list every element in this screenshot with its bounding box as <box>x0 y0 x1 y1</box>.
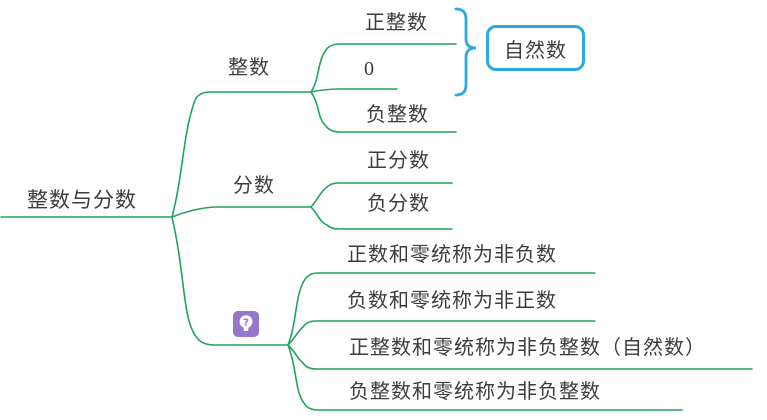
edge-root-integer <box>171 91 312 218</box>
natural-number-label: 自然数 <box>504 39 567 62</box>
node-positive-integer[interactable]: 正整数 <box>365 12 428 34</box>
node-natural-number-box[interactable]: 自然数 <box>486 25 585 71</box>
node-positive-fraction[interactable]: 正分数 <box>367 150 430 172</box>
edge-root-fraction <box>171 206 312 218</box>
node-note-nonnegative[interactable]: 正数和零统称为非负数 <box>347 244 557 266</box>
lightbulb-question-icon: ? <box>239 315 253 332</box>
edge-root-notes <box>171 216 289 346</box>
node-note-nonnegative-integer[interactable]: 正整数和零统称为非负整数（自然数） <box>349 337 706 359</box>
node-negative-fraction[interactable]: 负分数 <box>367 193 430 215</box>
node-fraction[interactable]: 分数 <box>233 175 275 197</box>
edge-integer-zero <box>310 88 398 93</box>
node-integer[interactable]: 整数 <box>228 57 270 79</box>
node-negative-integer[interactable]: 负整数 <box>366 104 429 126</box>
edge-integer-positive <box>310 43 457 93</box>
node-note-negative-integer[interactable]: 负整数和零统称为非负整数 <box>349 381 601 403</box>
node-note-nonpositive[interactable]: 负数和零统称为非正数 <box>347 290 557 312</box>
svg-text:?: ? <box>243 317 249 328</box>
curly-brace <box>454 7 477 97</box>
node-zero[interactable]: 0 <box>364 58 375 80</box>
notes-node[interactable]: ? <box>233 311 259 337</box>
node-root[interactable]: 整数与分数 <box>27 188 137 212</box>
